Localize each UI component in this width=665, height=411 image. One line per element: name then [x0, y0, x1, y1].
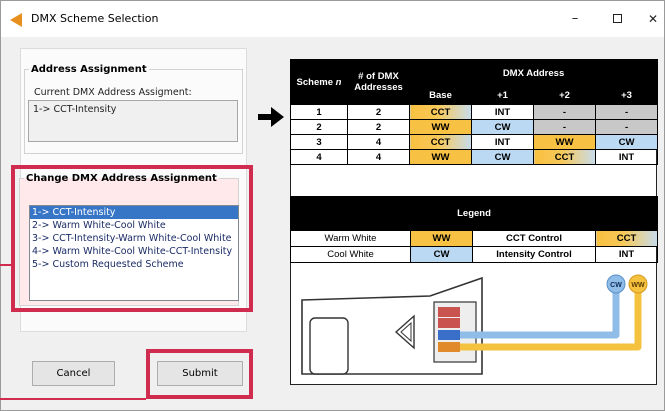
- legend-control-code: INT: [594, 246, 659, 263]
- address-cell: CCT: [409, 104, 472, 120]
- legend-name: Warm White: [290, 230, 411, 247]
- current-assignment-field: 1-> CCT-Intensity: [28, 100, 238, 142]
- ww-wire: [460, 286, 642, 351]
- right-arrow-icon: [258, 107, 284, 127]
- count-cell: 4: [347, 149, 410, 165]
- address-cell: CCT: [409, 134, 472, 150]
- submit-callout-line: [0, 398, 146, 400]
- sub-header-plus2: +2: [533, 86, 596, 105]
- change-assignment-legend: Change DMX Address Assignment: [26, 173, 217, 184]
- scheme-cell: 2: [290, 119, 348, 135]
- legend-control: Intensity Control: [472, 246, 596, 263]
- address-cell: -: [594, 104, 659, 120]
- legend-code: WW: [410, 230, 473, 247]
- sub-header-plus1: +1: [471, 86, 534, 105]
- arrow-shaft: [258, 114, 272, 120]
- legend-code: CW: [410, 246, 473, 263]
- legend-row: Warm White WW CCT Control CCT: [290, 230, 659, 247]
- count-cell: 2: [347, 104, 410, 120]
- dmx-address-header: DMX Address: [408, 59, 659, 87]
- listbox-callout-line: [0, 264, 11, 266]
- scheme-cell: 4: [290, 149, 348, 165]
- driver-wiring-illustration: CW WW: [301, 274, 648, 375]
- cancel-button[interactable]: Cancel: [32, 361, 115, 386]
- address-cell: CW: [471, 119, 534, 135]
- table-row: 3 4 CCT INT WW CW: [290, 134, 659, 150]
- legend-row: Cool White CW Intensity Control INT: [290, 246, 659, 263]
- scheme-listbox[interactable]: 1-> CCT-Intensity 2-> Warm White-Cool Wh…: [29, 205, 239, 301]
- scheme-var: n: [335, 76, 342, 88]
- submit-button[interactable]: Submit: [157, 361, 243, 386]
- count-cell: 2: [347, 119, 410, 135]
- scheme-header-text: Scheme: [296, 76, 333, 88]
- address-cell: INT: [471, 104, 534, 120]
- legend-control-code: CCT: [594, 230, 659, 247]
- submit-highlight-frame: [146, 349, 253, 399]
- minimize-button[interactable]: –: [571, 11, 579, 26]
- address-cell: CCT: [533, 149, 596, 165]
- scheme-option[interactable]: 3-> CCT-Intensity-Warm White-Cool White: [32, 233, 232, 244]
- address-assignment-legend: Address Assignment: [31, 64, 147, 75]
- addr-count-header: # of DMX Addresses: [347, 59, 410, 105]
- driver-clip: [309, 317, 349, 375]
- legend-control: CCT Control: [472, 230, 596, 247]
- address-cell: WW: [533, 134, 596, 150]
- address-cell: -: [594, 119, 659, 135]
- address-cell: INT: [594, 149, 659, 165]
- app-icon: [10, 13, 22, 27]
- legend-title: Legend: [289, 196, 659, 231]
- table-row: 1 2 CCT INT - -: [290, 104, 659, 120]
- scheme-option[interactable]: 1-> CCT-Intensity: [30, 206, 238, 219]
- table-row: 4 4 WW CW CCT INT: [290, 149, 659, 165]
- scheme-cell: 1: [290, 104, 348, 120]
- ww-wire-tag: [628, 274, 648, 294]
- scheme-option[interactable]: 4-> Warm White-Cool White-CCT-Intensity: [32, 246, 233, 257]
- address-cell: -: [533, 104, 596, 120]
- maximize-icon: [612, 14, 622, 23]
- sub-header-base: Base: [409, 86, 472, 105]
- terminal-orange: [438, 342, 460, 352]
- scheme-header: Scheme n: [290, 59, 348, 105]
- terminal-red-2: [438, 318, 460, 328]
- title-bar: DMX Scheme Selection – ✕: [1, 1, 664, 37]
- address-cell: WW: [409, 119, 472, 135]
- window-title: DMX Scheme Selection: [31, 12, 159, 25]
- maximize-button[interactable]: [604, 7, 630, 31]
- listbox-highlight-frame: [11, 165, 253, 312]
- dmx-scheme-table: Scheme n # of DMX Addresses DMX Address …: [290, 59, 659, 165]
- address-cell: CW: [594, 134, 659, 150]
- address-cell: WW: [409, 149, 472, 165]
- warning-triangle-icon: [394, 314, 415, 350]
- cw-wire-tag: [606, 274, 626, 294]
- scheme-cell: 3: [290, 134, 348, 150]
- legend-name: Cool White: [290, 246, 411, 263]
- terminal-red-1: [438, 307, 460, 317]
- table-row: 2 2 WW CW - -: [290, 119, 659, 135]
- current-assignment-label: Current DMX Address Assigment:: [34, 87, 192, 98]
- sub-header-plus3: +3: [594, 86, 659, 105]
- cw-wire: [460, 286, 620, 339]
- terminal-blue: [438, 330, 460, 340]
- warning-triangle-inner: [400, 321, 412, 343]
- address-cell: INT: [471, 134, 534, 150]
- scheme-option[interactable]: 2-> Warm White-Cool White: [32, 220, 166, 231]
- address-cell: -: [533, 119, 596, 135]
- close-button[interactable]: ✕: [647, 12, 659, 26]
- ww-wire-label: WW: [631, 282, 645, 289]
- address-cell: CW: [471, 149, 534, 165]
- scheme-option[interactable]: 5-> Custom Requested Scheme: [32, 259, 184, 270]
- arrow-head: [271, 107, 284, 127]
- legend-table: Legend Warm White WW CCT Control CCT Coo…: [289, 196, 659, 263]
- count-cell: 4: [347, 134, 410, 150]
- cw-wire-label: CW: [610, 282, 622, 289]
